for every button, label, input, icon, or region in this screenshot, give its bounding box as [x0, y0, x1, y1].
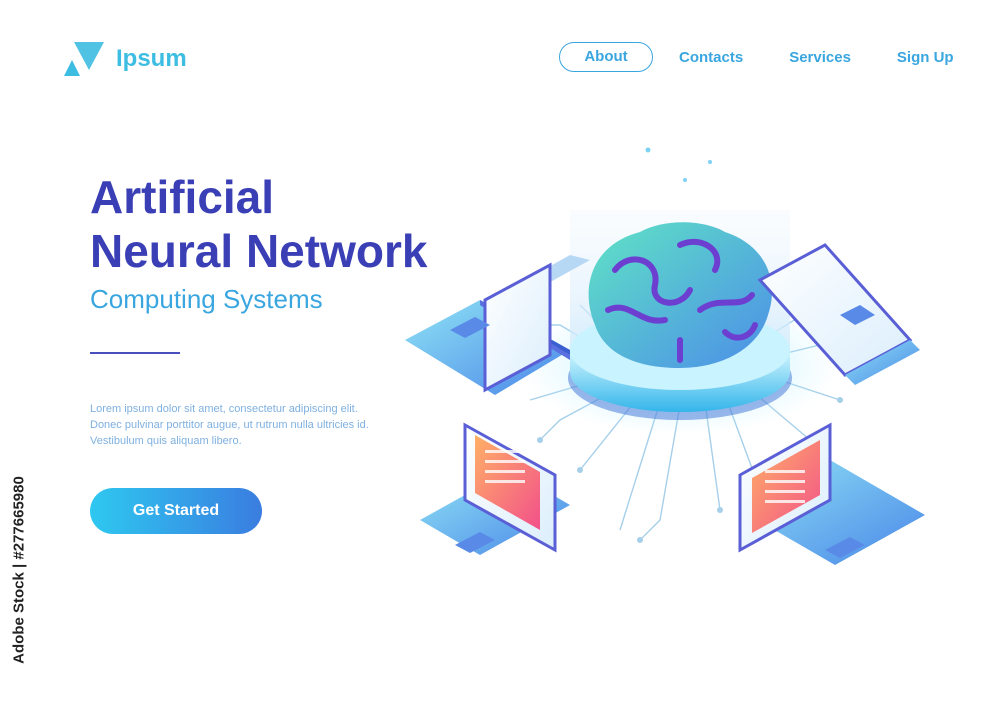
- hero-subtitle: Computing Systems: [90, 284, 323, 314]
- stock-watermark: Adobe Stock | #277665980: [6, 465, 32, 675]
- watermark-text: Adobe Stock | #277665980: [10, 476, 28, 664]
- laptop-bottom-right: [738, 422, 925, 565]
- sparkles: [645, 147, 712, 182]
- laptop-top-left: [405, 255, 590, 395]
- hero-title-line1: Artificial: [90, 171, 275, 223]
- hero-title: Artificial Neural Network: [90, 170, 427, 278]
- top-nav: About Contacts Services Sign Up: [559, 42, 954, 72]
- brain-folds: [605, 238, 758, 363]
- nav-services-link[interactable]: Services: [789, 48, 851, 66]
- triangle-logo-icon: [64, 42, 104, 76]
- brand-logo[interactable]: Ipsum: [62, 40, 187, 78]
- laptop-top-right: [757, 243, 920, 385]
- title-divider: [90, 352, 180, 354]
- hero-title-line2: Neural Network: [90, 225, 428, 277]
- nav-contacts-link[interactable]: Contacts: [679, 48, 744, 66]
- get-started-button[interactable]: Get Started: [90, 488, 262, 534]
- neural-network-illustration: [405, 147, 925, 565]
- hero-body-text: Lorem ipsum dolor sit amet, consectetur …: [90, 403, 369, 447]
- brand-name: Ipsum: [116, 45, 187, 72]
- nav-about-button[interactable]: About: [559, 42, 653, 72]
- laptop-bottom-left: [420, 422, 570, 555]
- nav-signup-link[interactable]: Sign Up: [896, 48, 954, 66]
